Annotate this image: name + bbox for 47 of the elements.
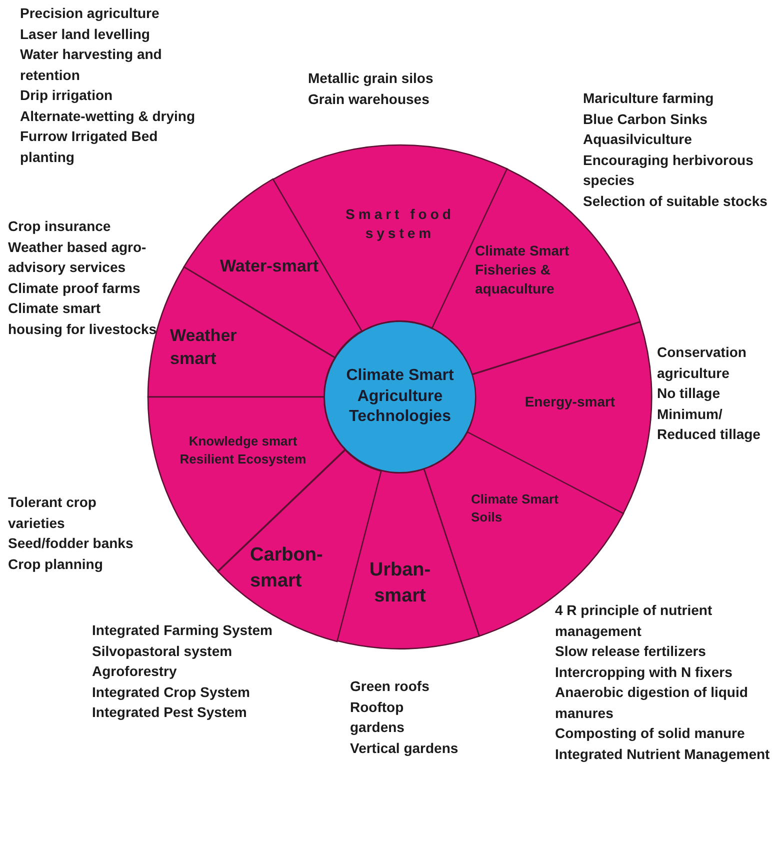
practice-item: Mariculture farming	[583, 89, 715, 108]
practice-item: Weather based agro-advisory services	[8, 238, 148, 277]
practice-item: Laser land levelling	[20, 24, 151, 44]
segment-label: Energy-smart	[524, 392, 616, 412]
practice-item: Blue Carbon Sinks	[583, 110, 708, 128]
practice-item: 4 R principle of nutrient management	[555, 601, 714, 641]
practice-item: Vertical gardens	[350, 738, 460, 758]
practice-item: Integrated Pest System	[92, 703, 248, 722]
practice-item: Water harvesting and retention	[20, 45, 163, 84]
practice-item: Aquasilviculture	[583, 130, 693, 149]
segment-label: Knowledge smart Resilient Ecosystem	[178, 432, 308, 468]
practice-item: Grain warehouses	[308, 90, 430, 108]
practice-item: Integrated Nutrient Management	[555, 744, 770, 764]
segment-label: Climate Smart Soils	[470, 490, 560, 526]
practice-item: Encouraging herbivorous species	[583, 150, 754, 190]
practice-item: Conservation agriculture	[657, 343, 748, 383]
practice-item: Climate smart housing for livestocks	[8, 299, 158, 339]
practice-item: Metallic grain silos	[308, 69, 434, 88]
practice-item: Furrow Irrigated Bed planting	[20, 127, 159, 167]
practice-item: Seed/fodder banks	[8, 534, 134, 553]
practice-item: Alternate-wetting & drying	[20, 106, 196, 126]
practice-item: Tolerant crop varieties	[8, 493, 98, 532]
practice-item: Anaerobic digestion of liquid manures	[555, 683, 749, 722]
practice-item: Crop insurance	[8, 217, 112, 236]
segment-label: Urban-smart	[368, 558, 432, 608]
segment-label: Climate Smart Fisheries & aquaculture	[474, 242, 570, 298]
practice-item: Rooftop gardens	[350, 698, 406, 737]
segment-label: Carbon-smart	[250, 543, 324, 593]
segment-label: Weather smart	[170, 325, 238, 370]
practice-item: Agroforestry	[92, 662, 178, 681]
segment-label: Water-smart	[220, 256, 320, 278]
practice-item: No tillage	[657, 384, 722, 403]
practice-item: Silvopastoral system	[92, 642, 234, 661]
practice-item: Minimum/ Reduced tillage	[657, 404, 762, 444]
practice-item: Selection of suitable stocks	[583, 192, 768, 210]
segment-label: Smart food system	[344, 205, 456, 243]
practice-item: Climate proof farms	[8, 278, 142, 298]
practice-item: Integrated Crop System	[92, 682, 251, 702]
practice-item: Integrated Farming System	[92, 621, 274, 640]
practice-item: Intercropping with N fixers	[555, 662, 734, 682]
practice-item: Precision agriculture	[20, 4, 160, 23]
practice-item: Crop planning	[8, 554, 104, 574]
practice-item: Drip irrigation	[20, 86, 114, 105]
practice-item: Green roofs	[350, 677, 430, 696]
practice-item: Slow release fertilizers	[555, 642, 707, 661]
practice-item: Composting of solid manure	[555, 724, 746, 743]
center-title: Climate Smart Agriculture Technologies	[345, 366, 455, 428]
